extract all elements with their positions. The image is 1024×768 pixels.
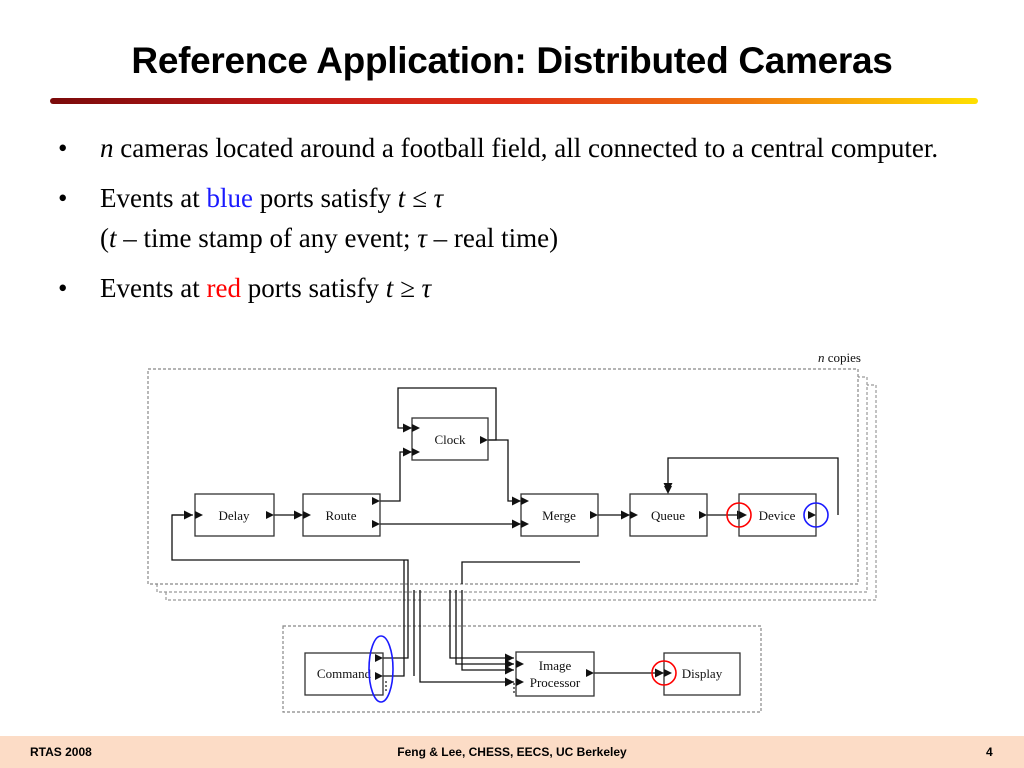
word-red: red <box>206 273 241 303</box>
var-t: t <box>109 223 117 253</box>
wire-device-queue <box>663 457 839 515</box>
camera-container <box>147 368 859 585</box>
display-red-port-ring <box>651 660 677 686</box>
bullet-blue-pre: Events at <box>100 183 207 213</box>
paren-open: ( <box>100 223 109 253</box>
footer-bar: RTAS 2008 Feng & Lee, CHESS, EECS, UC Be… <box>0 736 1024 768</box>
device-red-port-ring <box>726 502 752 528</box>
title-underline <box>50 98 978 104</box>
realtime-text: – real time) <box>426 223 559 253</box>
multiport-dots <box>385 681 515 693</box>
command-out-port-b <box>375 672 383 680</box>
command-blue-port-ring <box>368 635 394 703</box>
var-n: n <box>100 133 114 163</box>
device-block: Device <box>738 493 817 537</box>
command-label: Command <box>317 666 372 681</box>
footer-conference: RTAS 2008 <box>30 745 92 759</box>
processor-in-port-a <box>516 660 524 668</box>
delay-label: Delay <box>218 508 250 523</box>
bullet-red-pre: Events at <box>100 273 207 303</box>
wire-bundle-a <box>383 560 405 677</box>
device-out-port <box>808 511 816 519</box>
device-in-port <box>739 511 747 519</box>
command-out-port-a <box>375 654 383 662</box>
image-processor-label-1: Image <box>539 658 572 673</box>
bullet-dot: • <box>58 133 68 163</box>
wire-merge-down <box>461 561 580 584</box>
route-block: Route <box>302 493 381 537</box>
footer-authors: Feng & Lee, CHESS, EECS, UC Berkeley <box>397 745 627 759</box>
display-in-port <box>664 669 672 677</box>
port-triangles <box>195 424 816 686</box>
slide-title: Reference Application: Distributed Camer… <box>131 40 893 81</box>
image-processor-block: Image Processor <box>515 651 595 697</box>
clock-block: Clock <box>411 417 489 461</box>
merge-block: Merge <box>520 493 599 537</box>
word-blue: blue <box>206 183 253 213</box>
wire-to-processor-a <box>455 590 514 669</box>
queue-in-port <box>630 511 638 519</box>
bullet-dot: • <box>58 273 68 303</box>
clock-in-port-a <box>412 424 420 432</box>
timestamp-text: – time stamp of any event; <box>116 223 418 253</box>
clock-in-port-b <box>412 448 420 456</box>
wire-clock-merge <box>488 439 521 506</box>
condition-ge: t ≥ τ <box>385 273 432 303</box>
processor-in-port-b <box>516 678 524 686</box>
route-in-port <box>303 511 311 519</box>
merge-in-port-b <box>521 520 529 528</box>
image-processor-label-2: Processor <box>530 675 581 690</box>
queue-out-port <box>699 511 707 519</box>
processor-out-port <box>586 669 594 677</box>
page-number: 4 <box>986 745 993 759</box>
central-computer-container <box>282 625 762 713</box>
wire-to-processor-b <box>461 590 514 675</box>
queue-trigger-port <box>664 486 672 494</box>
bullet-red-post: ports satisfy <box>240 273 386 303</box>
display-label: Display <box>682 666 723 681</box>
wires <box>171 387 839 687</box>
bullet-cameras-text: cameras located around a football field,… <box>113 133 939 163</box>
merge-in-port-a <box>521 497 529 505</box>
delay-block: Delay <box>194 493 275 537</box>
copies-text: copies <box>825 350 861 365</box>
copies-label: n copies <box>818 350 861 365</box>
wire-bundle-c <box>419 590 514 687</box>
merge-out-port <box>590 511 598 519</box>
bullet-cameras: • n cameras located around a football fi… <box>58 128 958 168</box>
delay-in-port <box>195 511 203 519</box>
wire-to-processor-c <box>449 590 514 663</box>
clock-out-port <box>480 436 488 444</box>
device-blue-port-ring <box>803 502 829 528</box>
bullet-blue-ports: • Events at blue ports satisfy t ≤ τ (t … <box>58 178 958 258</box>
route-out-port-b <box>372 520 380 528</box>
queue-block: Queue <box>629 493 708 537</box>
bullet-blue-post: ports satisfy <box>252 183 398 213</box>
bullet-list: • n cameras located around a football fi… <box>58 128 958 318</box>
queue-label: Queue <box>651 508 685 523</box>
copies-var-n: n <box>818 350 825 365</box>
merge-label: Merge <box>542 508 576 523</box>
clock-label: Clock <box>434 432 466 447</box>
device-label: Device <box>759 508 796 523</box>
wire-route-clock <box>380 447 412 502</box>
bullet-red-ports: • Events at red ports satisfy t ≥ τ <box>58 268 958 308</box>
camera-diagram: n copies <box>147 350 877 713</box>
route-out-port-a <box>372 497 380 505</box>
var-tau: τ <box>417 223 427 253</box>
condition-le: t ≤ τ <box>397 183 444 213</box>
bullet-dot: • <box>58 183 68 213</box>
delay-out-port <box>266 511 274 519</box>
route-label: Route <box>325 508 356 523</box>
